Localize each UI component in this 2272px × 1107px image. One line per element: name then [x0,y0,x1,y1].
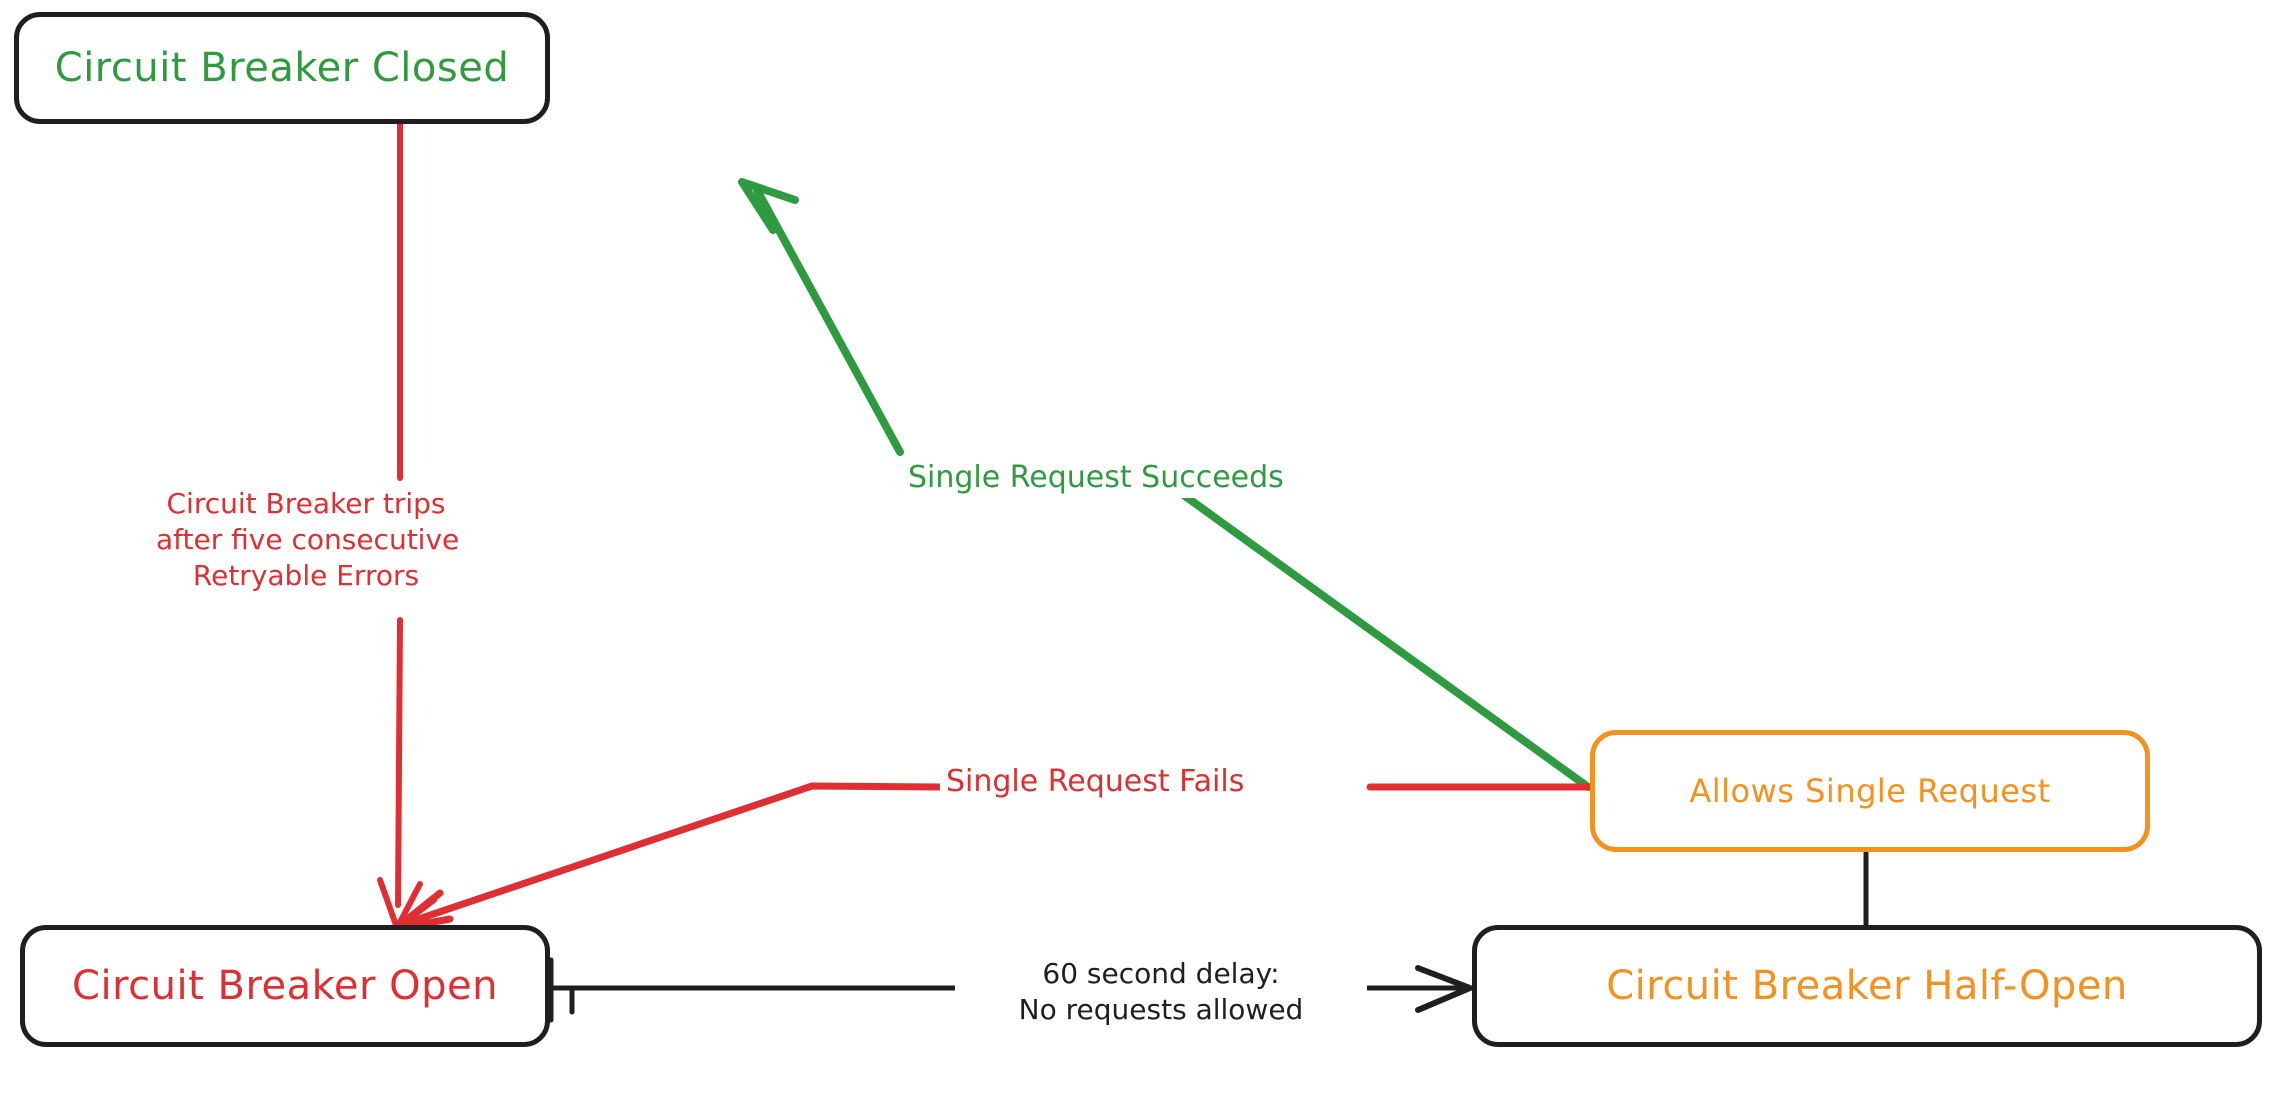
arrowhead-green-closed [738,178,799,234]
edge-allows-to-closed [738,178,1592,791]
node-circuit-breaker-closed[interactable]: Circuit Breaker Closed [14,12,550,124]
node-circuit-breaker-half-open[interactable]: Circuit Breaker Half-Open [1472,925,2262,1047]
arrowhead-black-halfopen [1415,965,1473,1013]
node-circuit-breaker-open[interactable]: Circuit Breaker Open [20,925,550,1047]
edge-label-single-request-fails: Single Request Fails [940,762,1251,803]
edge-label-sixty-second-delay: 60 second delay: No requests allowed [955,955,1367,1029]
edge-label-circuit-breaker-trips: Circuit Breaker trips after five consecu… [150,485,462,595]
node-label-circuit-breaker-closed: Circuit Breaker Closed [54,45,510,91]
node-allows-single-request[interactable]: Allows Single Request [1590,730,2150,852]
node-label-allows-single-request: Allows Single Request [1689,771,2051,810]
node-label-circuit-breaker-open: Circuit Breaker Open [72,963,498,1009]
edge-allows-to-open [391,782,1592,933]
edge-open-to-halfopen [548,957,1473,1023]
edge-label-single-request-succeeds: Single Request Succeeds [902,458,1290,499]
node-label-circuit-breaker-half-open: Circuit Breaker Half-Open [1606,963,2128,1009]
